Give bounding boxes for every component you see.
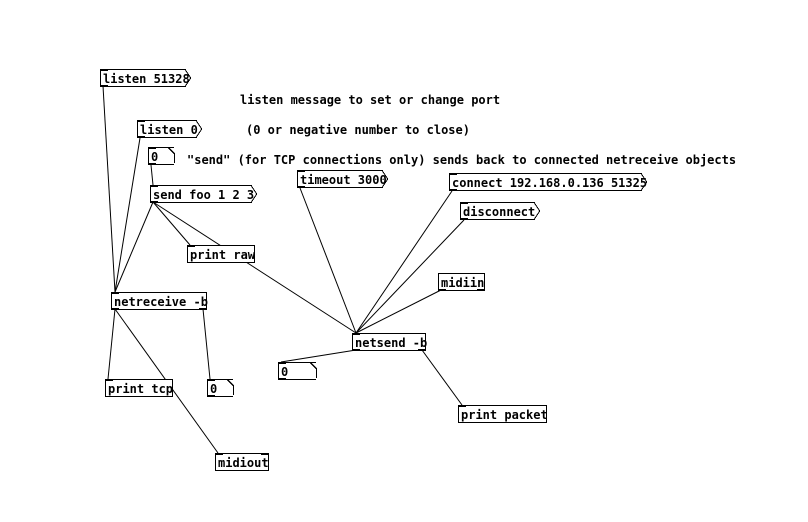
message-label: send foo 1 2 3 — [153, 188, 255, 202]
object-midiout[interactable]: midiout — [215, 453, 269, 471]
outlet[interactable] — [138, 136, 145, 138]
cord-netreceive-printtcp — [107, 308, 116, 380]
cord-listen0-netreceive — [114, 137, 141, 293]
object-label: midiout — [218, 456, 269, 470]
outlet[interactable] — [450, 189, 457, 191]
cord-netsend-printpacket — [421, 349, 463, 406]
cord-send-printraw — [152, 201, 191, 246]
inlet[interactable] — [279, 362, 286, 364]
comment-close-help: (0 or negative number to close) — [246, 123, 470, 137]
message-disconnect[interactable]: disconnect — [460, 202, 540, 220]
object-print-raw[interactable]: print raw — [187, 245, 255, 263]
outlet[interactable] — [151, 201, 158, 203]
inlet[interactable] — [138, 120, 145, 122]
number-value: 0 — [151, 150, 159, 164]
outlet[interactable] — [279, 378, 286, 380]
inlet[interactable] — [101, 69, 108, 71]
inlet[interactable] — [459, 405, 466, 407]
message-label: disconnect — [463, 205, 536, 219]
object-print-packet[interactable]: print packet — [458, 405, 548, 423]
object-print-tcp[interactable]: print tcp — [105, 379, 173, 397]
object-label: print tcp — [108, 382, 174, 396]
object-midiin[interactable]: midiin — [438, 273, 485, 291]
message-listen-51328[interactable]: listen 51328 — [100, 69, 191, 87]
outlet-left[interactable] — [112, 308, 119, 310]
outlet-right[interactable] — [477, 289, 484, 291]
outlet[interactable] — [298, 186, 305, 188]
inlet-left[interactable] — [216, 453, 223, 455]
outlet[interactable] — [149, 163, 156, 165]
number-box-netreceive-count[interactable]: 0 — [207, 379, 234, 397]
comment-listen-help: listen message to set or change port — [240, 93, 501, 107]
number-value: 0 — [281, 365, 289, 379]
object-label: netsend -b — [355, 336, 428, 350]
message-label: listen 0 — [140, 123, 198, 137]
cord-netsend-number — [280, 349, 357, 363]
cord-listen51328-netreceive — [102, 85, 116, 293]
outlet-left[interactable] — [353, 349, 360, 351]
comment-send-help: "send" (for TCP connections only) sends … — [187, 153, 737, 167]
inlet[interactable] — [112, 292, 119, 294]
number-value: 0 — [210, 382, 218, 396]
cord-netreceive-number — [202, 308, 211, 380]
inlet[interactable] — [149, 147, 156, 149]
message-listen-0[interactable]: listen 0 — [137, 120, 202, 138]
inlet[interactable] — [450, 173, 457, 175]
inlet-right[interactable] — [261, 453, 268, 455]
message-label: connect 192.168.0.136 51325 — [452, 176, 648, 190]
outlet-right[interactable] — [199, 308, 206, 310]
outlet[interactable] — [461, 218, 468, 220]
cord-connect-netsend — [355, 190, 453, 334]
cord-number-send — [150, 164, 154, 186]
object-netreceive[interactable]: netreceive -b — [111, 292, 208, 310]
object-label: netreceive -b — [114, 295, 208, 309]
number-box-netsend-status[interactable]: 0 — [278, 362, 317, 380]
inlet[interactable] — [461, 202, 468, 204]
inlet[interactable] — [151, 185, 158, 187]
object-label: midiin — [441, 276, 485, 290]
outlet[interactable] — [208, 395, 215, 397]
outlet-right[interactable] — [418, 349, 425, 351]
cord-midiin-netsend — [355, 289, 442, 334]
message-label: timeout 3000 — [300, 173, 387, 187]
outlet-left[interactable] — [439, 289, 446, 291]
inlet[interactable] — [208, 379, 215, 381]
cord-timeout-netsend — [299, 187, 357, 334]
message-send-foo[interactable]: send foo 1 2 3 — [150, 185, 257, 203]
cord-send-netsend — [152, 201, 357, 334]
inlet[interactable] — [106, 379, 113, 381]
outlet[interactable] — [101, 85, 108, 87]
object-label: print raw — [190, 248, 256, 262]
object-netsend[interactable]: netsend -b — [352, 333, 428, 351]
cord-send-netreceive — [114, 201, 154, 293]
number-box-send-trigger[interactable]: 0 — [148, 147, 175, 165]
cord-disconnect-netsend — [355, 219, 465, 334]
object-label: print packet — [461, 408, 548, 422]
message-connect[interactable]: connect 192.168.0.136 51325 — [449, 173, 647, 191]
message-timeout[interactable]: timeout 3000 — [297, 170, 388, 188]
message-label: listen 51328 — [103, 72, 190, 86]
inlet[interactable] — [353, 333, 360, 335]
inlet[interactable] — [188, 245, 195, 247]
inlet[interactable] — [298, 170, 305, 172]
